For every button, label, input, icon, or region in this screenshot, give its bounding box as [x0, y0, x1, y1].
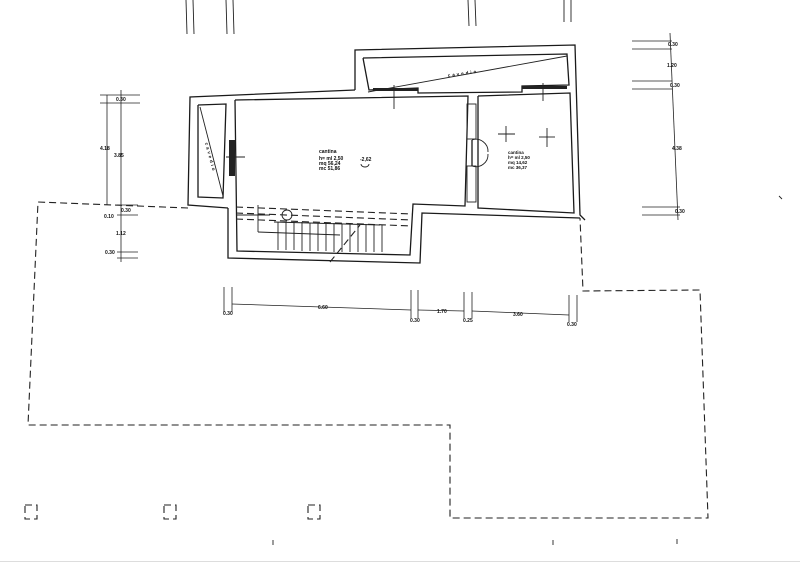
room-label-east: cantina h= ml 2,50 mq 14,62 mc 36,37	[508, 150, 530, 170]
dimension-left: 0.30 4.18 3.85 0.30 0.10 1.12 0.30	[100, 90, 140, 262]
svg-text:0.30: 0.30	[675, 209, 685, 215]
svg-text:0.30: 0.30	[105, 250, 115, 256]
footprint-outline	[24, 201, 709, 520]
svg-text:3.85: 3.85	[114, 153, 124, 159]
svg-text:h= ml 2,50: h= ml 2,50	[508, 155, 530, 160]
svg-text:0.30: 0.30	[121, 208, 131, 214]
svg-text:0.30: 0.30	[116, 97, 126, 103]
svg-text:0.25: 0.25	[463, 318, 473, 324]
svg-text:1.12: 1.12	[116, 231, 126, 237]
svg-text:mq 14,62: mq 14,62	[508, 160, 528, 165]
svg-text:-2,62: -2,62	[360, 157, 372, 163]
svg-text:mq 56,24: mq 56,24	[319, 161, 341, 167]
page-edge	[0, 561, 800, 562]
building-walls	[187, 44, 586, 264]
svg-text:1.20: 1.20	[667, 63, 677, 69]
svg-text:cantina: cantina	[508, 150, 524, 155]
scan-marks	[272, 195, 783, 545]
svg-text:0.10: 0.10	[104, 214, 114, 220]
svg-text:4.18: 4.18	[100, 146, 110, 152]
svg-text:1.70: 1.70	[437, 309, 447, 315]
svg-text:0.30: 0.30	[670, 83, 680, 89]
room-label-west: cavedio	[204, 142, 217, 173]
svg-text:mc 36,37: mc 36,37	[508, 165, 528, 170]
svg-text:0.30: 0.30	[410, 318, 420, 324]
svg-text:cantina: cantina	[319, 149, 337, 155]
staircase	[235, 205, 413, 263]
svg-text:h= ml 2,50: h= ml 2,50	[319, 156, 344, 162]
room-label-north: cavedio	[447, 69, 478, 78]
dimension-bottom: 0.30 6.60 0.30 1.70 0.25 3.60 0.30	[223, 287, 578, 328]
svg-text:0.30: 0.30	[668, 42, 678, 48]
svg-text:0.30: 0.30	[223, 311, 233, 317]
svg-text:4.38: 4.38	[672, 146, 682, 152]
svg-text:3.60: 3.60	[513, 312, 523, 318]
svg-text:mc 51,86: mc 51,86	[319, 166, 340, 172]
upper-wall-stubs	[185, 0, 572, 35]
dimension-right: 0.30 1.20 0.30 4.38 0.30	[632, 32, 685, 221]
room-label-main: cantina h= ml 2,50 mq 56,24 mc 51,86 -2,…	[319, 149, 372, 172]
svg-text:6.60: 6.60	[318, 305, 328, 311]
svg-text:0.30: 0.30	[567, 322, 577, 328]
